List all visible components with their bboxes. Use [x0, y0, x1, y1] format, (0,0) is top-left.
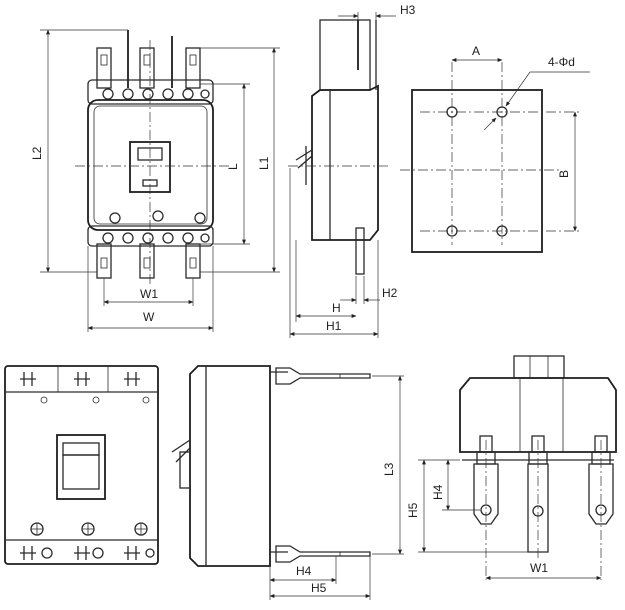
- hole-spec-label: 4-Φd: [548, 55, 575, 69]
- dim-label-w: W: [143, 310, 155, 324]
- mounting-hole: [446, 106, 508, 237]
- dim-label-h5-side: H5: [311, 581, 327, 595]
- rear-connection-side-view: L3 H4 H5: [171, 365, 404, 600]
- dim-label-h5-right: H5: [406, 502, 420, 518]
- dim-label-l2: L2: [30, 146, 44, 160]
- side-view: H3 H2 H H1: [288, 3, 416, 338]
- top-screws: [102, 88, 210, 100]
- rear-connection-bottom-view: H4 H5 W1: [406, 355, 617, 580]
- dim-label-h2: H2: [382, 286, 398, 300]
- mounting-hole-plan: A 4-Φd B: [400, 44, 590, 253]
- dim-label-w1-rear: W1: [530, 561, 548, 575]
- terminal-lugs: [473, 435, 614, 553]
- bottom-terminal-screws: [20, 522, 155, 560]
- dim-label-h1: H1: [326, 319, 342, 333]
- top-terminals: [96, 30, 201, 89]
- top-terminal-marks: [20, 372, 150, 404]
- dim-label-b: B: [557, 170, 571, 178]
- bottom-terminals: [96, 243, 201, 279]
- dim-label-h3: H3: [400, 3, 416, 17]
- dim-label-l: L: [226, 163, 240, 170]
- bottom-screws: [102, 210, 210, 244]
- dim-label-l1: L1: [257, 156, 271, 170]
- front-view: L2 L L1 W1 W: [30, 29, 280, 332]
- rear-connection-front-view: [4, 365, 159, 565]
- dim-label-a: A: [472, 44, 480, 58]
- dim-label-w1-front: W1: [140, 287, 158, 301]
- dim-label-h4-side: H4: [296, 564, 312, 578]
- dim-label-h: H: [332, 301, 341, 315]
- dim-label-h4-right: H4: [431, 484, 445, 500]
- dim-label-l3: L3: [382, 462, 396, 476]
